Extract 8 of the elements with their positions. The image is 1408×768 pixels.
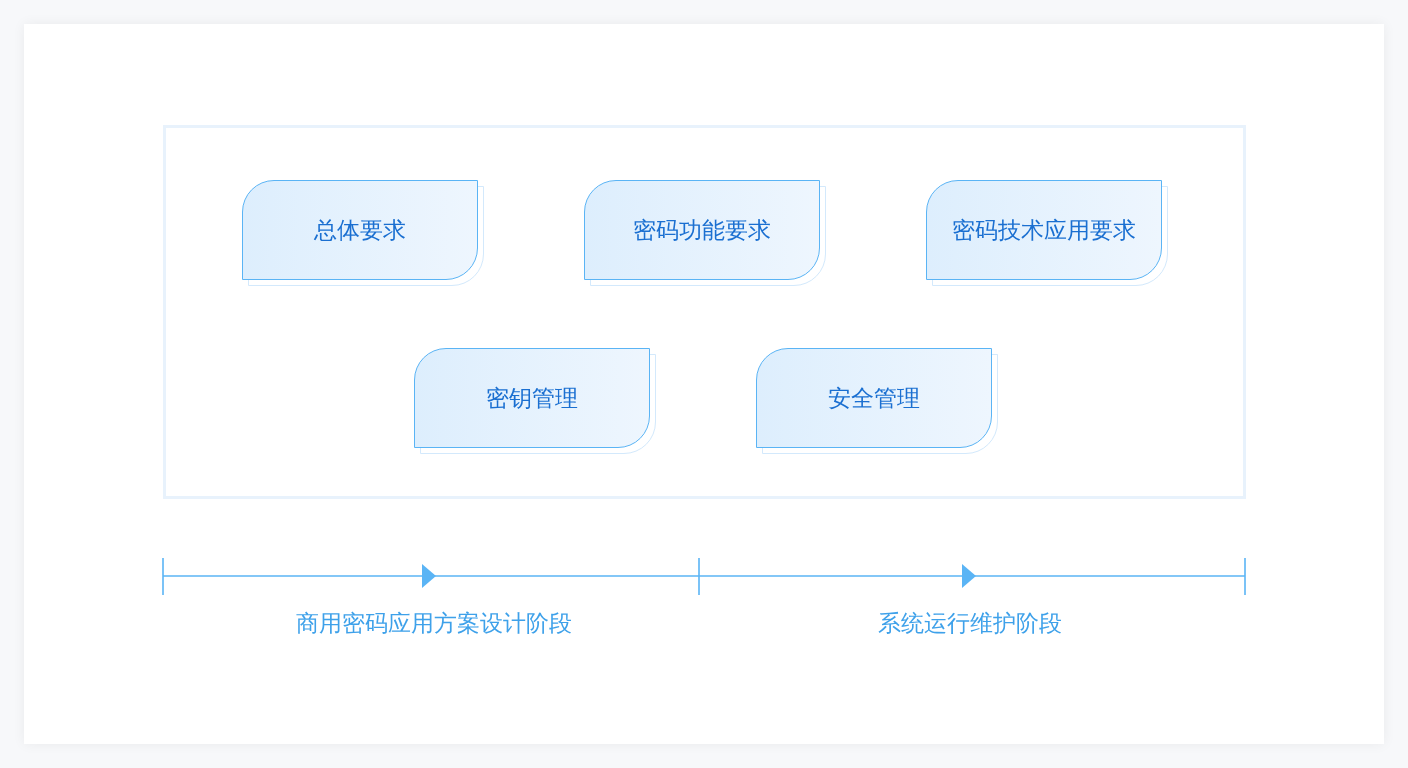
process-box: 密码功能要求 [584, 180, 820, 280]
phase-label: 系统运行维护阶段 [878, 609, 1062, 638]
process-box: 安全管理 [756, 348, 992, 448]
process-box: 密码技术应用要求 [926, 180, 1162, 280]
process-box: 总体要求 [242, 180, 478, 280]
frame-box [163, 125, 1246, 499]
phase-label: 商用密码应用方案设计阶段 [296, 609, 572, 638]
process-box: 密钥管理 [414, 348, 650, 448]
